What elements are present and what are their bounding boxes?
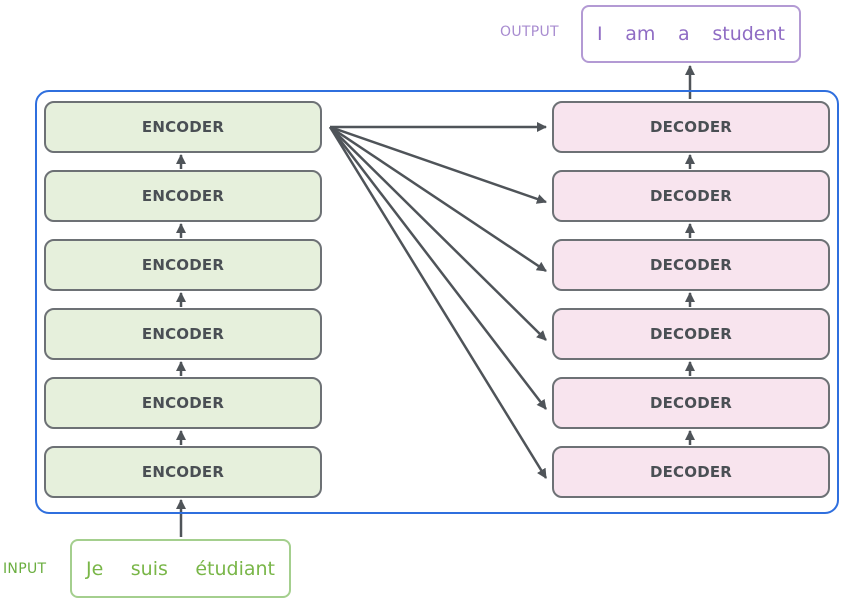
input-word: suis [130,557,168,580]
input-sentence-box: Je suis étudiant [70,539,291,598]
decoder-block-3: DECODER [552,239,830,291]
output-word: I [597,23,603,45]
encoder-block-6: ENCODER [44,446,322,498]
output-word: am [625,23,656,45]
input-word: étudiant [195,557,275,580]
decoder-block-5: DECODER [552,377,830,429]
encoder-block-2: ENCODER [44,170,322,222]
input-word: Je [86,557,104,580]
encoder-block-4: ENCODER [44,308,322,360]
decoder-block-2: DECODER [552,170,830,222]
output-word: a [678,23,690,45]
input-label: INPUT [3,561,47,577]
encoder-block-3: ENCODER [44,239,322,291]
encoder-block-1: ENCODER [44,101,322,153]
decoder-block-4: DECODER [552,308,830,360]
decoder-block-6: DECODER [552,446,830,498]
output-label: OUTPUT [500,24,559,40]
output-word: student [712,23,785,45]
encoder-block-5: ENCODER [44,377,322,429]
decoder-block-1: DECODER [552,101,830,153]
output-sentence-box: I am a student [581,5,801,63]
encoder-decoder-stack-frame [35,90,839,514]
